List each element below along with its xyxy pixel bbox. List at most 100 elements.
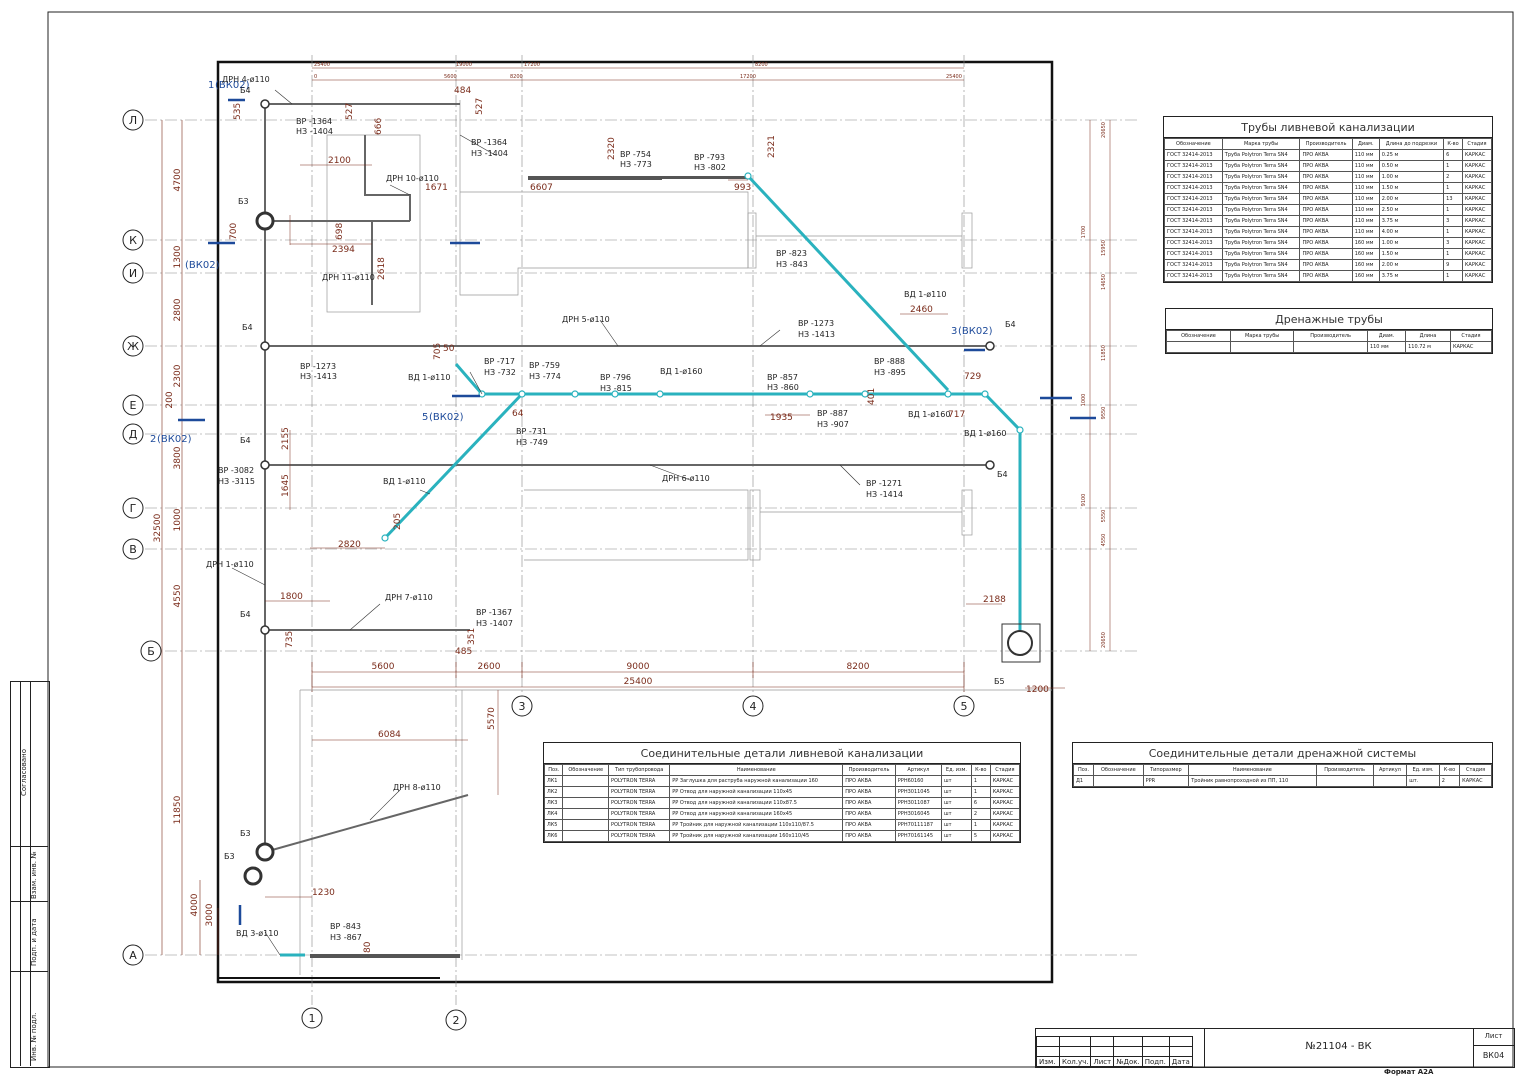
top-dimension-lines	[312, 67, 964, 81]
table-cell	[1372, 775, 1408, 787]
dim-left-total: 32500	[153, 513, 163, 542]
dim-1230: 1230	[312, 888, 335, 898]
table-cell: 1.50 м	[1378, 182, 1445, 194]
dim-205: 205	[393, 513, 403, 530]
axis-label-l: Л	[129, 114, 137, 127]
table-header-cell: Диам.	[1366, 330, 1407, 342]
table-header-cell: Производитель	[1315, 764, 1374, 776]
axis-label-a: А	[129, 949, 137, 962]
dim-351: 351	[467, 628, 477, 645]
table-cell: ПРО АКВА	[1299, 215, 1353, 227]
table-cell: Труба Polytron Terra SN4	[1221, 270, 1301, 282]
dim-6084: 6084	[378, 730, 401, 740]
table-header-cell: Стадия	[1461, 138, 1493, 150]
table-header-cell: Стадия	[1449, 330, 1493, 342]
table-cell: PP Тройник для наружной канализации 160x…	[669, 830, 844, 842]
table-cell: ПРО АКВА	[842, 775, 896, 787]
dim-2155: 2155	[281, 427, 291, 450]
table-cell: PPH60160	[894, 775, 943, 787]
dim-527b: 527	[475, 98, 485, 115]
dim-left-1000: 1000	[173, 508, 183, 531]
lbl-drn10: ДРН 10-ø110	[386, 174, 439, 183]
table-cell	[562, 797, 610, 809]
table-cell: 160 мм	[1351, 237, 1380, 249]
table-cell: 2.00 м	[1378, 193, 1445, 205]
section-ref-plain: (ВК02)	[185, 260, 220, 271]
storm-fittings-table-title: Соединительные детали ливневой канализац…	[544, 743, 1020, 764]
table-cell: 1	[970, 786, 991, 798]
table-cell: POLYTRON TERRA	[608, 775, 671, 787]
lbl-vr1367: ВР -1367	[476, 608, 512, 617]
wells	[243, 99, 1041, 886]
lbl-b4-c: Б4	[240, 436, 251, 445]
table-cell: 110 мм	[1351, 171, 1380, 183]
lbl-b3-a: Б3	[238, 197, 249, 206]
lbl-vr1364-b: ВР -1364	[471, 138, 507, 147]
dim-735: 735	[285, 631, 295, 648]
lbl-nz1414: НЗ -1414	[866, 490, 903, 499]
table-cell: 160 мм	[1351, 248, 1380, 260]
title-block-column-label: Кол.уч.	[1058, 1056, 1092, 1067]
table-header-cell: К-во	[1438, 764, 1461, 776]
section-ref-1: (ВК02)	[215, 80, 250, 91]
dim-top-3: 8200	[755, 62, 768, 68]
section-ref-5: (ВК02)	[429, 412, 464, 423]
left-dimension-lines	[161, 120, 219, 955]
dim-right-10: 20650	[1101, 632, 1107, 648]
table-cell: ЛК1	[543, 775, 564, 787]
section-ref-2: (ВК02)	[157, 434, 192, 445]
table-header-cell: Обозначение	[1164, 138, 1223, 150]
table-cell: 110 мм	[1351, 182, 1380, 194]
dim-1800: 1800	[280, 592, 303, 602]
table-cell: PPH70161145	[894, 830, 943, 842]
dim-left-11850: 11850	[173, 795, 183, 824]
drain-pipes-table-title: Дренажные трубы	[1166, 309, 1492, 330]
table-header-cell: Производитель	[1293, 330, 1368, 342]
table-cell: ПРО АКВА	[842, 808, 896, 820]
table-cell: Труба Polytron Terra SN4	[1221, 204, 1301, 216]
table-header-cell: Наименование	[1188, 764, 1317, 776]
format-label: Формат А2А	[1384, 1068, 1434, 1076]
lbl-b4-d: Б4	[997, 470, 1008, 479]
lbl-nz815: НЗ -815	[600, 384, 632, 393]
building-outline	[216, 60, 1054, 984]
lbl-vd1-160: ВД 1-ø160	[660, 367, 702, 376]
dim-right-6: 9100	[1081, 494, 1087, 507]
lbl-b4-b: Б4	[242, 323, 253, 332]
right-dimension-lines	[1089, 120, 1111, 651]
dim-729: 729	[964, 372, 981, 382]
lbl-vd1-c: ВД 1-ø110	[383, 477, 425, 486]
table-cell: ПРО АКВА	[842, 819, 896, 831]
table-cell: ПРО АКВА	[1299, 193, 1353, 205]
lbl-vd3: ВД 3-ø110	[236, 929, 278, 938]
table-cell: ЛК6	[543, 830, 564, 842]
wall-slab-top-2	[662, 176, 748, 179]
table-cell: КАРКАС	[989, 797, 1021, 809]
lbl-drn5: ДРН 5-ø110	[562, 315, 610, 324]
table-cell: 1.50 м	[1378, 248, 1445, 260]
table-header-cell: Марка трубы	[1229, 330, 1295, 342]
side-stamp-inv-replace: Взам. инв. №	[30, 851, 38, 899]
lbl-drn8: ДРН 8-ø110	[393, 783, 441, 792]
dim-2321: 2321	[767, 135, 777, 158]
dim-2618: 2618	[377, 257, 387, 280]
dim-401: 401	[867, 388, 877, 405]
table-cell: 2	[1443, 171, 1463, 183]
table-cell: 13	[1443, 193, 1463, 205]
lbl-nz1407: НЗ -1407	[476, 619, 513, 628]
table-cell: КАРКАС	[1461, 160, 1493, 172]
table-cell: PPH3016045	[894, 808, 943, 820]
table-cell: PP Заглушка для раструба наружной канали…	[669, 775, 844, 787]
table-cell: шт	[941, 775, 972, 787]
table-cell: 2	[970, 808, 991, 820]
axis-bubbles-numbers	[301, 695, 975, 1031]
table-cell: PP Отвод для наружной канализации 160x45	[669, 808, 844, 820]
